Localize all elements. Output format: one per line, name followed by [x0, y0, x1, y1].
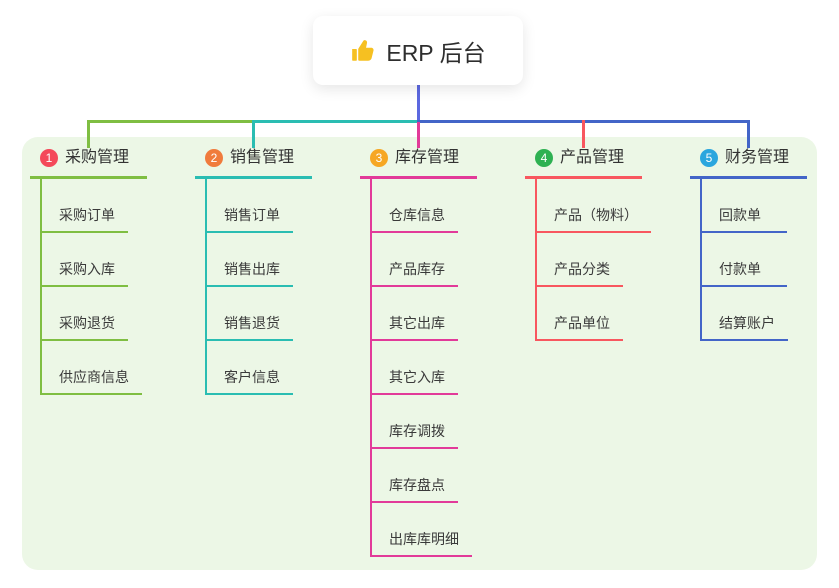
root-node[interactable]: ERP 后台 [313, 16, 523, 85]
child-node[interactable]: 回款单 [702, 179, 787, 233]
child-node[interactable]: 销售出库 [207, 233, 293, 287]
branch-node[interactable]: 5 财务管理 [690, 143, 807, 179]
branch-children: 仓库信息 产品库存 其它出库 其它入库 库存调拨 库存盘点 出库库明细 [370, 179, 490, 557]
child-node[interactable]: 仓库信息 [372, 179, 458, 233]
branch-product: 4 产品管理 产品（物料） 产品分类 产品单位 [525, 143, 655, 341]
child-node[interactable]: 销售退货 [207, 287, 293, 341]
branch-number-badge: 5 [700, 149, 718, 167]
connector-root-vertical [417, 85, 420, 123]
child-node[interactable]: 其它入库 [372, 341, 458, 395]
branches-background-panel [22, 137, 817, 570]
child-node[interactable]: 库存盘点 [372, 449, 458, 503]
child-node[interactable]: 库存调拨 [372, 395, 458, 449]
branch-label: 产品管理 [560, 149, 625, 166]
connector-stub-branch1 [87, 120, 90, 148]
child-node[interactable]: 产品库存 [372, 233, 458, 287]
child-node[interactable]: 其它出库 [372, 287, 458, 341]
branch-purchase: 1 采购管理 采购订单 采购入库 采购退货 供应商信息 [30, 143, 160, 395]
connector-stub-branch5 [747, 120, 750, 148]
branch-node[interactable]: 1 采购管理 [30, 143, 147, 179]
child-node[interactable]: 采购入库 [42, 233, 128, 287]
child-node[interactable]: 产品（物料） [537, 179, 651, 233]
root-node-label: ERP 后台 [386, 39, 486, 66]
child-node[interactable]: 采购订单 [42, 179, 128, 233]
connector-stub-branch4 [582, 120, 585, 148]
branch-finance: 5 财务管理 回款单 付款单 结算账户 [690, 143, 820, 341]
child-node[interactable]: 客户信息 [207, 341, 293, 395]
child-node[interactable]: 销售订单 [207, 179, 293, 233]
branch-label: 采购管理 [65, 149, 130, 166]
child-node[interactable]: 采购退货 [42, 287, 128, 341]
branch-number-badge: 1 [40, 149, 58, 167]
branch-children: 销售订单 销售出库 销售退货 客户信息 [205, 179, 325, 395]
connector-bus-left [87, 120, 255, 123]
child-node[interactable]: 付款单 [702, 233, 787, 287]
branch-number-badge: 2 [205, 149, 223, 167]
branch-children: 采购订单 采购入库 采购退货 供应商信息 [40, 179, 160, 395]
branch-node[interactable]: 3 库存管理 [360, 143, 477, 179]
branch-sales: 2 销售管理 销售订单 销售出库 销售退货 客户信息 [195, 143, 325, 395]
thumbs-up-icon [350, 38, 376, 64]
branch-inventory: 3 库存管理 仓库信息 产品库存 其它出库 其它入库 库存调拨 库存盘点 出库库… [360, 143, 490, 557]
branch-number-badge: 4 [535, 149, 553, 167]
branch-node[interactable]: 4 产品管理 [525, 143, 642, 179]
child-node[interactable]: 供应商信息 [42, 341, 142, 395]
branch-children: 回款单 付款单 结算账户 [700, 179, 820, 341]
branch-number-badge: 3 [370, 149, 388, 167]
child-node[interactable]: 结算账户 [702, 287, 788, 341]
branch-children: 产品（物料） 产品分类 产品单位 [535, 179, 655, 341]
child-node[interactable]: 产品单位 [537, 287, 623, 341]
connector-bus-middle [252, 120, 419, 123]
connector-stub-branch2 [252, 120, 255, 148]
connector-stub-branch3 [417, 122, 420, 148]
child-node[interactable]: 出库库明细 [372, 503, 472, 557]
child-node[interactable]: 产品分类 [537, 233, 623, 287]
branch-label: 销售管理 [230, 149, 295, 166]
branch-label: 库存管理 [395, 149, 460, 166]
branch-node[interactable]: 2 销售管理 [195, 143, 312, 179]
branch-label: 财务管理 [725, 149, 790, 166]
